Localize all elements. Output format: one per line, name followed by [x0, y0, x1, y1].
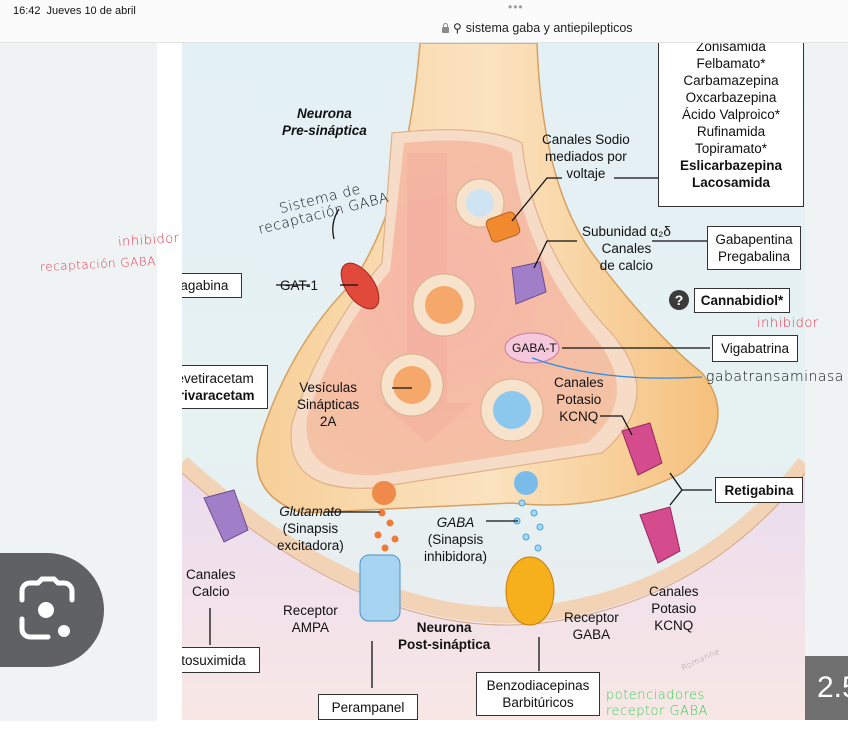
- vesicle-gaba: [480, 378, 544, 442]
- tiagabina-box: Tiagabina: [182, 273, 242, 298]
- sodium-channel: [485, 211, 521, 243]
- right-background-panel: [805, 43, 848, 663]
- address-bar[interactable]: ⚲ sistema gaba y antiepilepticos: [442, 21, 633, 35]
- gaba-particles: [513, 499, 544, 565]
- kcnq-channel-pre: [621, 422, 663, 476]
- gaba-t-note-arrow: [531, 357, 703, 379]
- vesicle-glutamate-2: [380, 353, 444, 417]
- perampanel-box: Perampanel: [318, 694, 418, 720]
- note-gaba-transaminase: gabatransaminasa: [706, 369, 844, 385]
- kcnq-channel-post: [639, 506, 681, 564]
- etosuximida-box: Etosuximida: [182, 647, 260, 673]
- search-icon: ⚲: [453, 21, 462, 35]
- status-time: 16:42 Jueves 10 de abril: [13, 5, 136, 17]
- gat-1-transporter: [340, 262, 380, 310]
- levetiracetam-box: LevetiracetamBrivaracetam: [182, 365, 268, 409]
- gat-1-label: GAT-1: [280, 278, 319, 293]
- vesicle-sodium: [455, 178, 505, 228]
- calcium-channel-post: [203, 489, 249, 543]
- gaba-t-label: GABA-T: [512, 341, 557, 355]
- ampa-receptor: [359, 554, 401, 622]
- date: Jueves 10 de abril: [46, 5, 136, 17]
- postsynaptic-membrane: [182, 463, 805, 720]
- search-query: sistema gaba y antiepilepticos: [465, 21, 633, 35]
- question-mark-icon: ?: [669, 290, 689, 310]
- vigabatrina-box: Vigabatrina: [712, 335, 798, 362]
- google-lens-button[interactable]: [0, 553, 104, 667]
- more-options-dots[interactable]: •••: [508, 0, 524, 14]
- synapse-illustration: [182, 43, 805, 720]
- note-vigabatrina-inhibitor: inhibidor: [757, 316, 819, 331]
- retigabina-box: Retigabina: [715, 477, 803, 503]
- note-tiagabina-inhibitor: inhibidor: [117, 230, 181, 251]
- vesicle-glutamate-1: [412, 273, 476, 337]
- calcium-channel-alpha2delta: [511, 261, 547, 305]
- leader-lines: [209, 177, 712, 688]
- clock: 16:42: [13, 5, 41, 17]
- sodium-channel-drugs-box: Zonisamida Felbamato* Carbamazepina Oxca…: [658, 43, 804, 207]
- gaba-receptor: [505, 556, 555, 626]
- lock-icon: [442, 22, 449, 33]
- docked-vesicle-glutamate: [372, 481, 396, 505]
- gaba-t-enzyme: [504, 332, 560, 364]
- google-lens-icon: [19, 576, 75, 640]
- cannabidiol-box: Cannabidiol*: [694, 288, 790, 313]
- status-bar: 16:42 Jueves 10 de abril ••• ⚲ sistema ga…: [0, 0, 848, 43]
- docked-vesicle-gaba: [514, 471, 538, 495]
- page-thumbnail[interactable]: 2.5: [805, 656, 848, 720]
